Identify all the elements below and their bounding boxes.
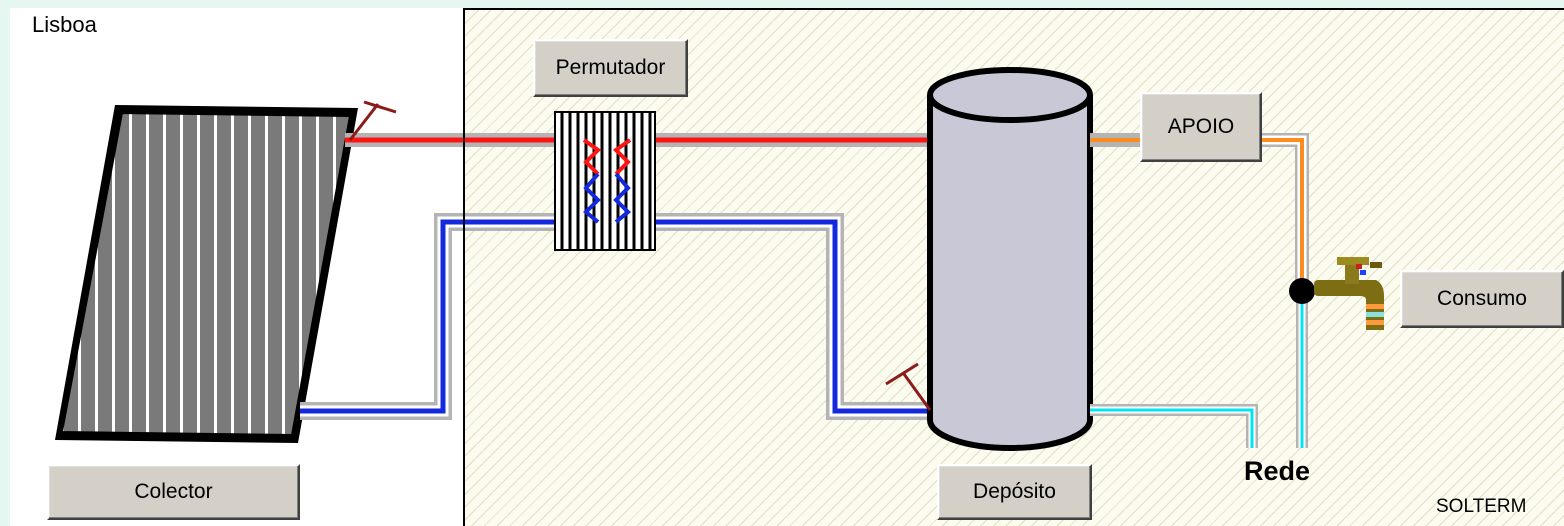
storage-tank[interactable] <box>927 67 1093 451</box>
rede-label: Rede <box>1244 456 1311 486</box>
mains-pipe <box>1090 292 1308 448</box>
permutador-button[interactable]: Permutador <box>533 39 688 97</box>
temperature-sensor-icon <box>885 362 932 411</box>
consumo-button[interactable]: Consumo <box>1400 270 1564 328</box>
cold-pipe-tank <box>655 213 930 420</box>
backup-pipe <box>1090 133 1309 292</box>
mixing-valve-icon <box>1289 278 1315 304</box>
location-label: Lisboa <box>32 12 97 37</box>
deposito-button[interactable]: Depósito <box>937 464 1092 520</box>
cold-pipe-collector <box>300 213 555 420</box>
heat-exchanger[interactable] <box>554 111 656 251</box>
tap-icon[interactable] <box>1314 257 1384 330</box>
solar-collector[interactable] <box>55 105 358 443</box>
solterm-footer: SOLTERM <box>1436 496 1527 517</box>
temperature-sensor-icon <box>348 100 397 141</box>
apoio-button[interactable]: APOIO <box>1140 92 1262 162</box>
colector-button[interactable]: Colector <box>47 464 300 520</box>
